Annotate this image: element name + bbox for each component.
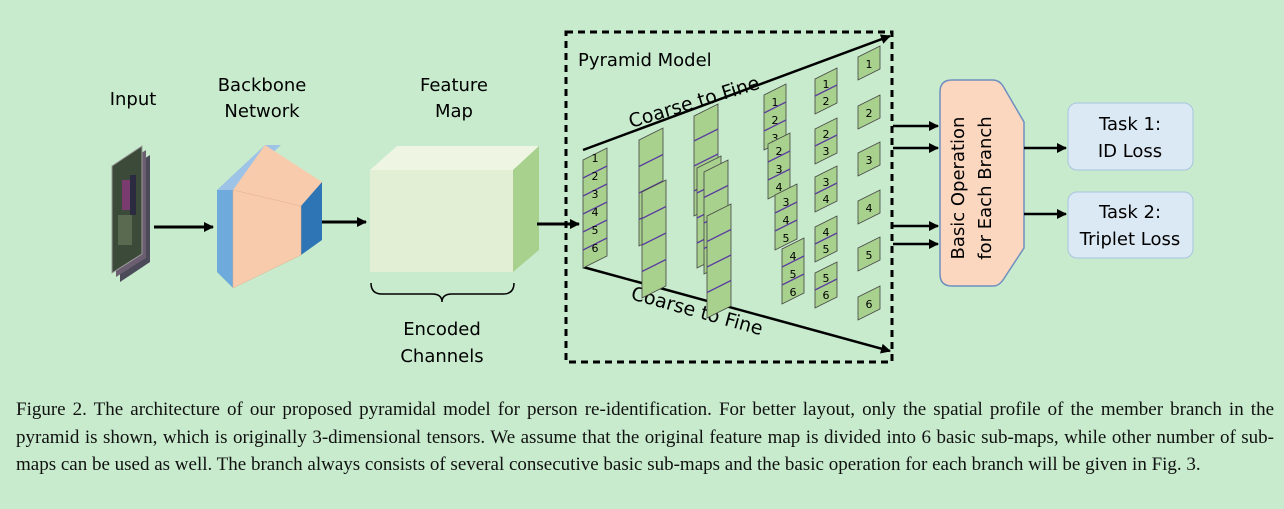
submap-divider bbox=[814, 182, 838, 195]
branch-submap bbox=[857, 94, 881, 130]
submap-number: 4 bbox=[790, 250, 797, 263]
pyramid-model-frame bbox=[564, 30, 894, 364]
submap-divider bbox=[706, 228, 732, 243]
backbone-network-shape bbox=[217, 145, 322, 289]
branch-submap bbox=[857, 45, 881, 81]
task2-box bbox=[1067, 191, 1194, 259]
architecture-diagram: Input Backbone Network Feature Map Encod… bbox=[110, 30, 1194, 367]
submap-divider bbox=[641, 205, 667, 220]
submap-number: 3 bbox=[592, 188, 599, 201]
submap-divider bbox=[582, 201, 608, 215]
submap-number: 1 bbox=[866, 58, 873, 71]
submap-number: 6 bbox=[866, 298, 873, 311]
submap-divider bbox=[814, 278, 838, 291]
submap-divider bbox=[781, 273, 805, 286]
encoded-channels-label-line1: Encoded bbox=[403, 319, 481, 340]
submap-divider bbox=[641, 258, 667, 273]
submap-divider bbox=[767, 150, 791, 163]
submap-number: 4 bbox=[776, 181, 783, 194]
submap-divider bbox=[706, 279, 732, 294]
submap-divider bbox=[781, 255, 805, 268]
submap-divider bbox=[774, 219, 798, 232]
branch-submap bbox=[857, 285, 881, 321]
submap-number: 6 bbox=[592, 242, 599, 255]
submap-number: 4 bbox=[866, 202, 873, 215]
submap-number: 3 bbox=[866, 154, 873, 167]
submap-number: 5 bbox=[592, 224, 599, 237]
encoded-channels-brace bbox=[370, 282, 515, 303]
submap-divider bbox=[767, 168, 791, 181]
submap-number: 6 bbox=[790, 286, 797, 299]
submap-number: 1 bbox=[592, 152, 599, 165]
submap-number: 3 bbox=[783, 196, 790, 209]
input-image-stack bbox=[111, 145, 150, 282]
submap-number: 2 bbox=[772, 114, 779, 127]
submap-divider bbox=[638, 153, 664, 168]
submap-divider bbox=[693, 153, 719, 167]
backbone-label-line2: Network bbox=[224, 101, 300, 122]
submap-divider bbox=[641, 232, 667, 246]
arrows-into-basic-operation bbox=[893, 121, 939, 249]
submap-divider bbox=[814, 134, 838, 147]
submap-number: 4 bbox=[592, 206, 599, 219]
arrow-coarse-to-fine-top bbox=[582, 34, 891, 152]
basic-operation-label-line1: Basic Operation bbox=[948, 117, 969, 260]
branch-submap bbox=[774, 183, 798, 251]
submap-number: 6 bbox=[823, 289, 830, 302]
submap-divider bbox=[582, 183, 608, 197]
submap-divider bbox=[693, 128, 719, 142]
submap-number: 5 bbox=[790, 268, 797, 281]
submap-divider bbox=[814, 84, 838, 97]
submap-number: 2 bbox=[823, 128, 830, 141]
feature-map-cube bbox=[370, 146, 539, 272]
arrow-coarse-to-fine-bottom bbox=[582, 265, 891, 354]
branch-submap bbox=[781, 237, 805, 305]
basic-operation-block bbox=[939, 79, 1025, 287]
encoded-channels-label-line2: Channels bbox=[400, 346, 483, 367]
task2-label-line1: Task 2: bbox=[1098, 202, 1161, 223]
submap-divider bbox=[814, 232, 838, 245]
submap-number: 2 bbox=[866, 107, 873, 120]
submap-divider bbox=[582, 237, 608, 251]
submap-number: 4 bbox=[823, 226, 830, 239]
basic-operation-label-line2: for Each Branch bbox=[975, 116, 996, 259]
submap-number: 5 bbox=[783, 232, 790, 245]
submap-divider bbox=[763, 119, 787, 132]
submap-number: 1 bbox=[823, 78, 830, 91]
task1-label-line2: ID Loss bbox=[1098, 141, 1162, 162]
task1-box bbox=[1067, 102, 1194, 171]
backbone-label-line1: Backbone bbox=[218, 75, 307, 96]
submap-divider bbox=[582, 165, 608, 179]
branch-submap bbox=[857, 189, 881, 225]
branch-submap bbox=[857, 141, 881, 177]
submap-number: 2 bbox=[592, 170, 599, 183]
submap-divider bbox=[638, 180, 664, 194]
submap-divider bbox=[582, 219, 608, 233]
submap-number: 3 bbox=[823, 145, 830, 158]
submap-divider bbox=[706, 254, 732, 268]
submap-divider bbox=[774, 201, 798, 214]
submap-number: 2 bbox=[776, 145, 783, 158]
input-label: Input bbox=[110, 89, 157, 110]
feature-map-label-line2: Map bbox=[435, 101, 473, 122]
figure-caption: Figure 2. The architecture of our propos… bbox=[16, 399, 1274, 475]
submap-number: 3 bbox=[772, 132, 779, 145]
submap-divider bbox=[763, 101, 787, 114]
branch-submap bbox=[857, 236, 881, 272]
submap-number: 5 bbox=[866, 249, 873, 262]
submap-number: 1 bbox=[772, 96, 779, 109]
submap-number: 2 bbox=[823, 95, 830, 108]
submap-number: 3 bbox=[776, 163, 783, 176]
submap-divider bbox=[703, 184, 729, 199]
submap-number: 5 bbox=[823, 243, 830, 256]
submap-number: 4 bbox=[783, 214, 790, 227]
submap-number: 4 bbox=[823, 193, 830, 206]
task1-label-line1: Task 1: bbox=[1098, 114, 1161, 135]
submap-number: 5 bbox=[823, 272, 830, 285]
pyramid-model-title: Pyramid Model bbox=[578, 50, 712, 71]
feature-map-label-line1: Feature bbox=[420, 75, 488, 96]
submap-number: 3 bbox=[823, 176, 830, 189]
task2-label-line2: Triplet Loss bbox=[1079, 229, 1181, 250]
